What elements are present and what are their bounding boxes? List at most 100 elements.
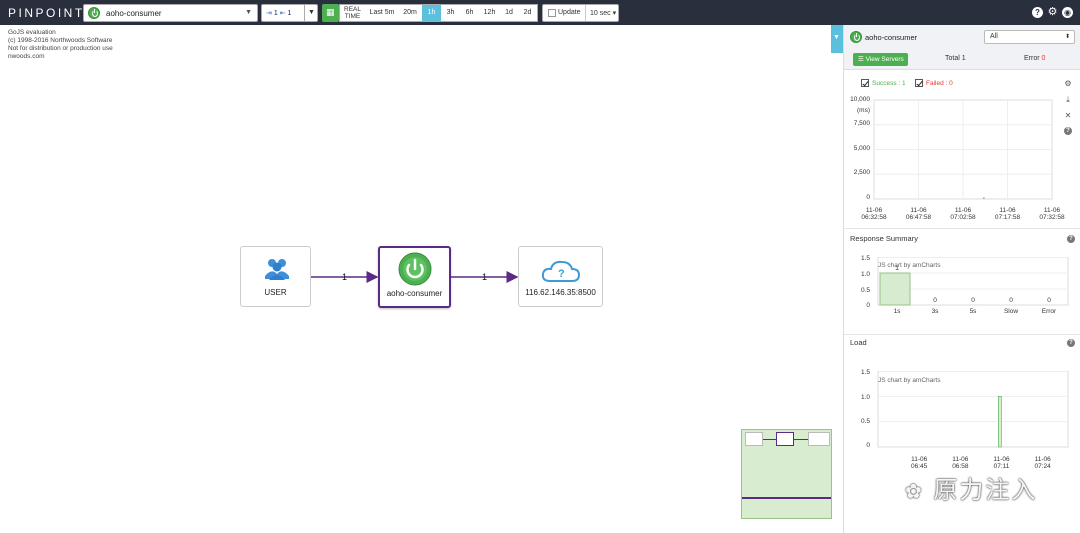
depth-out-value: 1 — [287, 10, 292, 17]
x-tick-time: 07:24 — [1034, 463, 1051, 470]
view-servers-label: View Servers — [865, 56, 904, 63]
load-bar — [998, 395, 1002, 448]
bar-value-label: 0 — [933, 297, 937, 304]
svg-text:?: ? — [558, 268, 565, 280]
divider — [585, 5, 586, 21]
y-tick: 10,000 — [850, 96, 870, 103]
success-checkbox[interactable] — [861, 79, 869, 87]
minimap-edge — [794, 439, 808, 440]
error-label: Error — [1024, 55, 1040, 62]
application-select-value: aoho-consumer — [106, 9, 162, 18]
failed-checkbox[interactable] — [915, 79, 923, 87]
x-tick: Error — [1041, 308, 1057, 315]
total-value: 1 — [961, 55, 966, 62]
application-select[interactable]: aoho-consumer ▼ — [83, 4, 258, 22]
y-tick: 5,000 — [853, 145, 870, 152]
scatter-points — [983, 197, 985, 199]
expand-icon[interactable]: ✕ — [1064, 111, 1072, 120]
chevron-updown-icon: ⬍ — [1064, 34, 1070, 40]
top-navbar: PINPOINT aoho-consumer ▼ ⇥ 1 ⇤ 1 ▼ ▦ REA… — [0, 0, 1080, 25]
gear-icon[interactable]: ⚙ — [1064, 79, 1072, 88]
x-tick: 5s — [969, 308, 977, 315]
server-map-overview[interactable] — [741, 429, 832, 519]
chevron-down-icon: ▼ — [833, 34, 840, 41]
x-tick-time: 06:45 — [911, 463, 928, 470]
inbound-arrow-icon: ⇥ — [266, 10, 272, 17]
depth-in-value: 1 — [273, 10, 278, 17]
y-tick: 0 — [866, 442, 870, 449]
bar-value-label: 0 — [1047, 297, 1051, 304]
x-tick-date: 11-06 — [999, 207, 1016, 214]
spring-power-icon — [398, 252, 432, 286]
download-icon[interactable]: ⤓ — [1066, 95, 1070, 104]
amcharts-watermark: JS chart by amCharts — [878, 262, 941, 269]
node-aoho-consumer[interactable]: aoho-consumer — [378, 246, 451, 308]
gear-icon[interactable]: ⚙ — [1047, 6, 1058, 18]
update-checkbox[interactable] — [548, 9, 556, 17]
x-tick-time: 07:17:58 — [994, 214, 1021, 221]
response-scatter-chart[interactable] — [872, 98, 1072, 203]
update-interval-select[interactable]: 10 sec ▾ — [590, 10, 617, 17]
range-option-2d[interactable]: 2d — [523, 9, 532, 16]
range-option-12h[interactable]: 12h — [483, 9, 496, 16]
range-option-6h[interactable]: 6h — [465, 9, 474, 16]
pinpoint-logo[interactable]: PINPOINT — [8, 6, 85, 20]
edge-count-label[interactable]: 1 — [482, 272, 488, 282]
agent-filter-select[interactable]: All ⬍ — [984, 30, 1075, 44]
info-detail-panel: aoho-consumer All ⬍ ☰ View Servers Total… — [844, 25, 1080, 533]
users-icon — [265, 259, 289, 280]
help-icon[interactable]: ? — [1067, 339, 1075, 347]
x-tick-date: 11-06 — [1043, 207, 1061, 214]
range-option-1d[interactable]: 1d — [505, 9, 513, 16]
x-tick: 3s — [931, 308, 939, 315]
response-summary-chart[interactable] — [874, 257, 1074, 319]
success-filter-label: Success : 1 — [872, 80, 906, 87]
panel-collapse-toggle[interactable]: ▼ — [831, 25, 843, 53]
outbound-arrow-icon: ⇤ — [279, 10, 286, 17]
gojs-evaluation-notice: GoJS evaluation (c) 1998-2016 Northwoods… — [8, 29, 113, 61]
time-range-selector: REAL TIME Last 5m 20m 1h 3h 6h 12h 1d 2d — [339, 4, 538, 22]
y-tick: 7,500 — [853, 120, 870, 127]
help-icon[interactable]: ? — [1064, 127, 1072, 135]
node-user[interactable]: USER — [240, 246, 311, 307]
divider — [304, 5, 305, 21]
realtime-button[interactable]: REAL TIME — [344, 6, 361, 20]
grid-icon: ▦ — [326, 7, 335, 17]
node-user-label: USER — [264, 288, 287, 297]
y-tick: 0 — [866, 302, 870, 309]
range-option-3h[interactable]: 3h — [446, 9, 455, 16]
x-tick-date: 11-06 — [1034, 456, 1051, 463]
wechat-watermark: ✿ 原力注入 — [905, 470, 1037, 505]
edge-count-label[interactable]: 1 — [342, 272, 348, 282]
server-map-view-button[interactable]: ▦ — [322, 4, 339, 22]
search-depth-select[interactable]: ⇥ 1 ⇤ 1 ▼ — [261, 4, 318, 22]
section-divider — [844, 334, 1080, 335]
scatter-point — [983, 197, 985, 199]
y-tick: 1.5 — [860, 255, 870, 262]
error-count: Error 0 — [1024, 55, 1045, 62]
gojs-line: GoJS evaluation — [8, 29, 56, 36]
range-option-1h[interactable]: 1h — [422, 5, 441, 21]
range-option-20m[interactable]: 20m — [403, 9, 417, 16]
github-icon[interactable]: ◉ — [1062, 7, 1073, 18]
view-servers-button[interactable]: ☰ View Servers — [853, 53, 908, 66]
gojs-line: Not for distribution or production use — [8, 45, 113, 52]
help-icon[interactable]: ? — [1067, 235, 1075, 243]
error-value: 0 — [1041, 55, 1046, 62]
bar-value-label: 0 — [1009, 297, 1013, 304]
minimap-viewport-bar[interactable] — [742, 497, 831, 499]
load-chart[interactable] — [874, 371, 1074, 451]
range-option-last5m[interactable]: Last 5m — [369, 9, 395, 16]
y-tick: 0.5 — [860, 287, 870, 294]
load-title: Load — [850, 338, 867, 347]
help-icon[interactable]: ? — [1032, 7, 1043, 18]
update-label: Update — [558, 9, 581, 16]
response-summary-title: Response Summary — [850, 234, 918, 243]
spring-power-icon — [88, 7, 100, 19]
x-tick-date: 11-06 — [993, 456, 1010, 463]
node-external-endpoint[interactable]: ? 116.62.146.35:8500 — [518, 246, 603, 307]
